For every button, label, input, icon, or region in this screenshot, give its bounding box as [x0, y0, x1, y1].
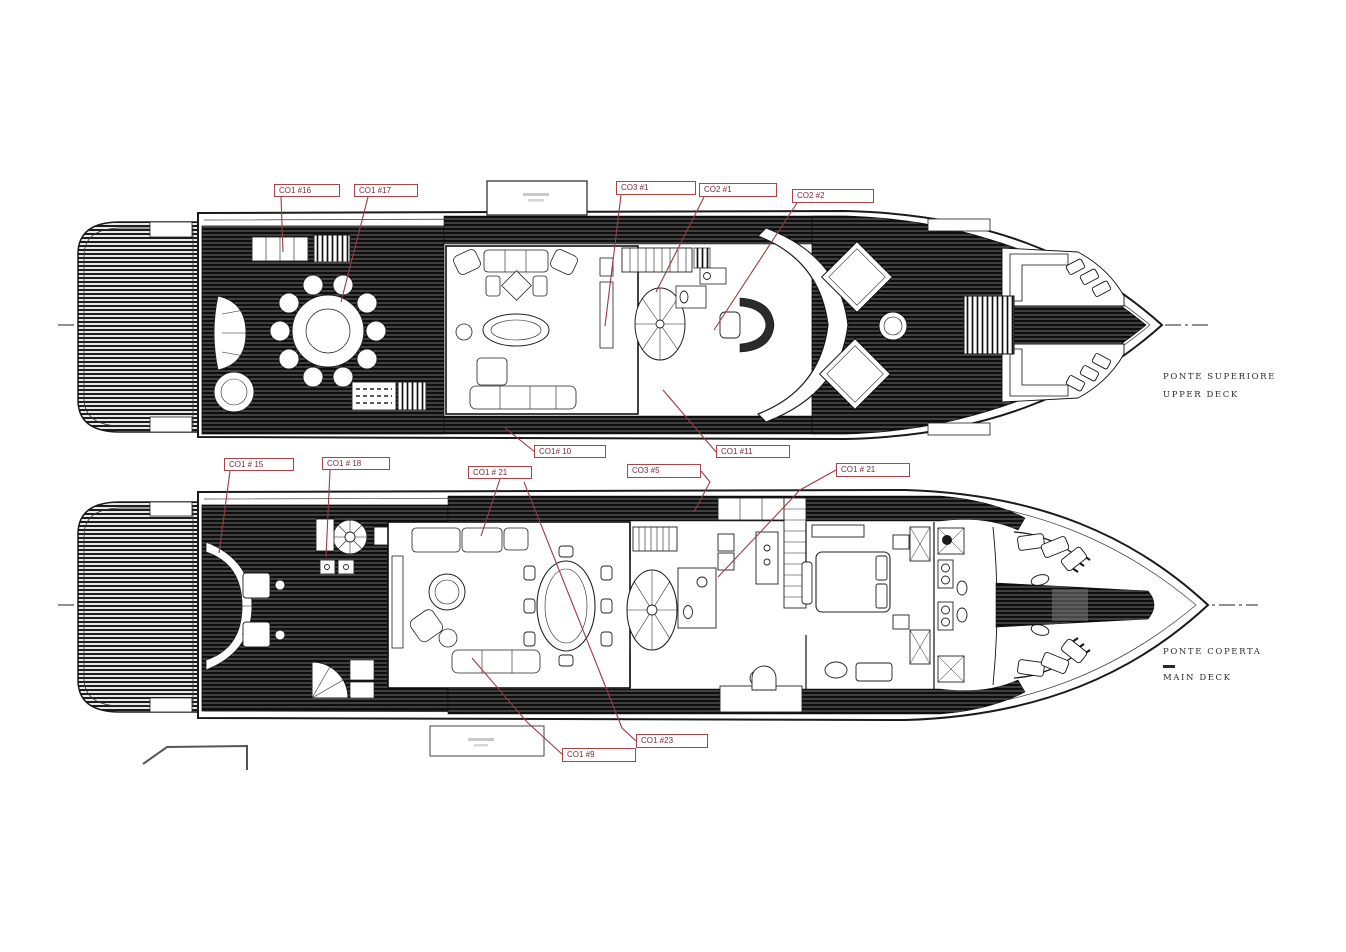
master-bath: [933, 522, 998, 690]
main-aft-platform: [77, 501, 199, 713]
vanity-mirror: [824, 661, 848, 679]
armchair: [485, 275, 501, 297]
cockpit-table: [242, 621, 271, 648]
cockpit-table: [242, 572, 271, 599]
master-bed: [815, 551, 891, 613]
main-deck-plan: [58, 488, 1258, 770]
foredeck-table: [878, 311, 908, 341]
helm-seat: [719, 311, 741, 339]
upper-aft-platform: [77, 221, 199, 433]
callout-co1-18: CO1 # 18: [322, 457, 390, 470]
salon-table-round: [428, 573, 466, 611]
nightstand: [892, 534, 910, 550]
salon-armchair: [409, 609, 443, 643]
callout-co3-5: CO3 #5: [627, 464, 701, 478]
sky-lounge: [445, 245, 639, 415]
stair-up: [632, 526, 678, 552]
callout-co1-21-right: CO1 # 21: [836, 463, 910, 477]
tv-cabinet: [599, 257, 614, 277]
deck-title-italian: PONTE COPERTA: [1163, 647, 1262, 657]
sideboard: [391, 555, 404, 649]
upper-aft-deck: [213, 234, 427, 413]
salon-sofa: [461, 527, 503, 553]
callout-co1-10: CO1# 10: [534, 445, 606, 458]
callout-leader-lines: [218, 194, 837, 756]
side-hatch: [927, 422, 991, 436]
master-stateroom: [801, 522, 931, 690]
round-side-table: [213, 371, 255, 413]
nightstand: [892, 614, 910, 630]
armchair: [453, 249, 481, 275]
upper-deck-title: PONTE SUPERIORE UPPER DECK: [1163, 372, 1276, 408]
toilet: [956, 580, 968, 596]
upper-foredeck: [818, 240, 1125, 411]
coffee-table-oval: [482, 313, 550, 347]
side-table: [455, 323, 473, 341]
bidet: [956, 607, 968, 623]
main-aft-deck: [205, 518, 389, 699]
main-foredeck: [995, 531, 1155, 679]
callout-co2-1: CO2 #1: [699, 183, 777, 197]
salon-side-table: [438, 628, 458, 648]
dining-table-round: [269, 274, 387, 388]
sun-pad-diamond: [820, 240, 894, 314]
armchair: [532, 275, 548, 297]
main-spiral-staircase: [626, 569, 678, 651]
platform-fragment: [142, 744, 248, 770]
title-divider: [1163, 665, 1175, 668]
callout-co1-11: CO1 #11: [716, 445, 790, 458]
salon: [387, 521, 631, 689]
grating-bottom: [397, 381, 427, 411]
salon-sofa: [411, 527, 461, 553]
main-deck-title: PONTE COPERTA MAIN DECK: [1163, 647, 1262, 691]
helm-console: [739, 297, 775, 353]
boarding-grating: [963, 295, 1015, 355]
deck-title-italian: PONTE SUPERIORE: [1163, 372, 1276, 382]
spiral-staircase: [634, 287, 686, 361]
sofa-bottom: [469, 385, 577, 410]
salon-sofa-low: [451, 649, 541, 674]
game-table: [476, 357, 508, 386]
upper-stairs-helm: [621, 247, 775, 361]
callout-co1-15: CO1 # 15: [224, 458, 294, 471]
callout-co1-17: CO1 #17: [354, 184, 418, 197]
day-head: [677, 567, 717, 629]
diamond-table: [501, 270, 532, 301]
callout-co1-9: CO1 #9: [562, 748, 636, 762]
vanity-arch: [751, 665, 777, 691]
callout-co1-23: CO1 #23: [636, 734, 708, 748]
deck-title-english: MAIN DECK: [1163, 673, 1232, 683]
garage-door-outline: [429, 725, 545, 757]
kidney-table: [1030, 624, 1050, 636]
kidney-table: [1030, 574, 1050, 586]
upper-side-deck-top: [443, 215, 813, 245]
bench: [855, 662, 893, 682]
callout-co1-21-left: CO1 # 21: [468, 466, 532, 479]
side-hatch: [927, 218, 991, 232]
straight-stair: [621, 247, 693, 273]
dining-area: [523, 545, 613, 667]
mast-box: [486, 180, 588, 216]
aft-spiral-stair: [311, 661, 349, 699]
sofa-top: [483, 249, 549, 273]
armchair: [550, 249, 578, 275]
bed-bench: [801, 561, 813, 605]
salon-sofa: [503, 527, 529, 551]
callout-co2-2: CO2 #2: [792, 189, 874, 203]
upper-side-deck-bottom: [443, 415, 813, 435]
midship-services: [626, 497, 807, 713]
callout-co3-1: CO3 #1: [616, 181, 696, 195]
deck-title-english: UPPER DECK: [1163, 390, 1239, 400]
callout-co1-16: CO1 #16: [274, 184, 340, 197]
grating-top: [313, 234, 351, 263]
fan-table: [332, 519, 368, 555]
sun-pad-diamond: [818, 337, 892, 411]
dining-table-oval: [536, 560, 596, 652]
dresser: [811, 524, 865, 538]
upper-deck-plan: [58, 180, 1212, 441]
